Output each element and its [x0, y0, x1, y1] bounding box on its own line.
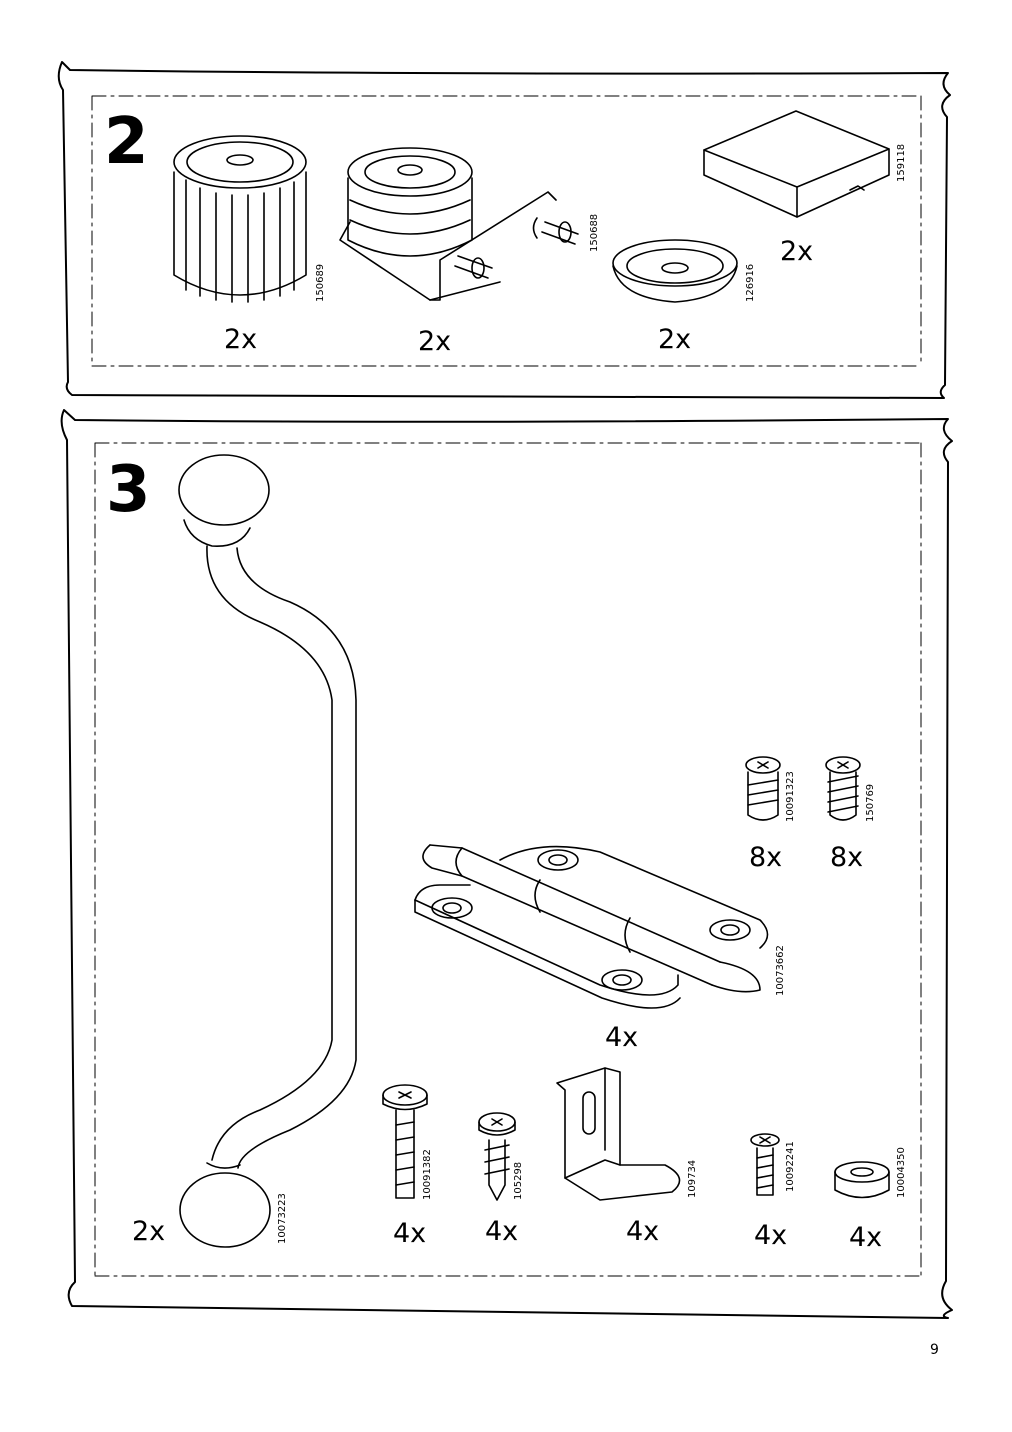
step-2-frame [57, 61, 951, 399]
qty-foot-bracket: 2x [418, 326, 452, 357]
angle-bracket-drawing [556, 1067, 681, 1201]
page-number: 9 [930, 1342, 939, 1358]
step-3-number: 3 [106, 453, 151, 527]
code-handle: 10073223 [277, 1193, 288, 1244]
spacer-ring-drawing [834, 1161, 890, 1199]
handle-drawing [178, 454, 357, 1248]
code-wood-screw: 105298 [513, 1161, 524, 1200]
qty-wood-screw: 4x [485, 1216, 519, 1247]
euro-screw-b-drawing [825, 756, 861, 821]
code-foot-bracket: 150688 [589, 213, 600, 252]
qty-washer-cap: 2x [658, 324, 692, 355]
hinge-drawing [414, 844, 769, 1009]
qty-angle-bracket: 4x [626, 1216, 660, 1247]
machine-screw-drawing [750, 1133, 780, 1196]
code-euro-screw-b: 150769 [865, 783, 876, 822]
step-2-number: 2 [104, 105, 149, 179]
code-bolt: 10091382 [422, 1149, 433, 1200]
code-euro-screw-a: 10091323 [785, 771, 796, 822]
code-angle-bracket: 109734 [687, 1159, 698, 1198]
qty-machine-screw: 4x [754, 1220, 788, 1251]
qty-pad-block: 2x [780, 236, 814, 267]
code-hinge: 10073662 [775, 945, 786, 996]
bolt-drawing [382, 1084, 428, 1199]
adjustable-foot-drawing [173, 135, 307, 303]
qty-bolt: 4x [393, 1218, 427, 1249]
qty-adjustable-foot: 2x [224, 324, 258, 355]
washer-cap-drawing [612, 239, 738, 303]
code-machine-screw: 10092241 [785, 1141, 796, 1192]
qty-hinge: 4x [605, 1022, 639, 1053]
foot-bracket-drawing [339, 147, 579, 301]
code-washer-cap: 126916 [745, 263, 756, 302]
qty-handle: 2x [132, 1216, 166, 1247]
qty-euro-screw-a: 8x [749, 842, 783, 873]
code-pad-block: 159118 [896, 143, 907, 182]
code-adjustable-foot: 150689 [315, 263, 326, 302]
qty-spacer-ring: 4x [849, 1222, 883, 1253]
step-3-frame [60, 409, 953, 1319]
qty-euro-screw-b: 8x [830, 842, 864, 873]
euro-screw-a-drawing [745, 756, 781, 821]
wood-screw-drawing [478, 1112, 516, 1201]
code-spacer-ring: 10004350 [896, 1147, 907, 1198]
pad-block-drawing [703, 110, 890, 218]
